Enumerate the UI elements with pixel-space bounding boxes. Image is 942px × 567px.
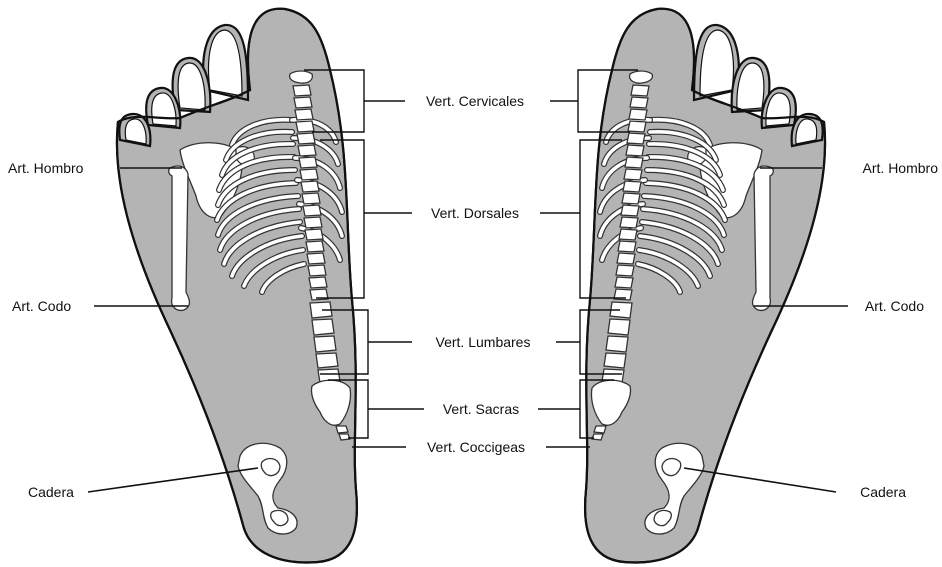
label-right-art-hombro: Art. Hombro — [863, 160, 939, 176]
label-left-art-codo: Art. Codo — [12, 298, 71, 314]
label-vert-cervicales: Vert. Cervicales — [426, 93, 524, 109]
label-vert-dorsales: Vert. Dorsales — [431, 205, 519, 221]
label-right-art-codo: Art. Codo — [865, 298, 924, 314]
right-foot — [585, 9, 825, 563]
left-foot — [117, 9, 357, 563]
label-left-cadera: Cadera — [28, 484, 74, 500]
label-vert-coccigeas: Vert. Coccigeas — [427, 439, 525, 455]
label-vert-lumbares: Vert. Lumbares — [436, 334, 531, 350]
label-right-cadera: Cadera — [860, 484, 906, 500]
label-vert-sacras: Vert. Sacras — [443, 401, 519, 417]
label-left-art-hombro: Art. Hombro — [8, 160, 84, 176]
